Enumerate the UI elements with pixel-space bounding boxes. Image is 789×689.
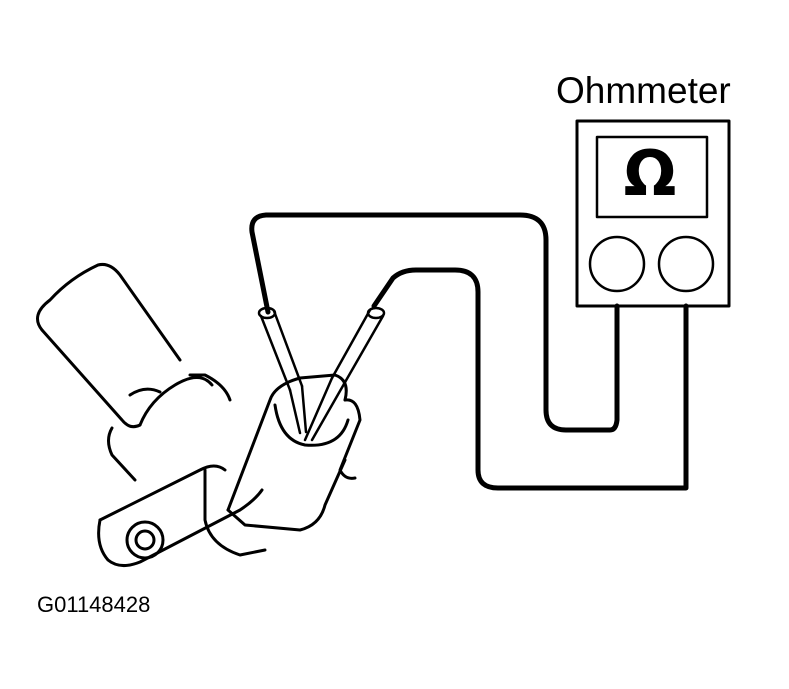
test-lead-wire-2 [371, 267, 689, 491]
ohmmeter-label: Ohmmeter [556, 70, 731, 111]
figure-code: G01148428 [37, 592, 151, 617]
right-terminal [657, 235, 715, 293]
probe-1 [257, 306, 308, 435]
ohm-symbol: Ω [623, 137, 677, 210]
sensor-body [36, 263, 362, 567]
test-lead-wire-1 [249, 212, 620, 433]
ohmmeter [575, 119, 731, 308]
probe-2 [303, 306, 386, 442]
left-terminal [588, 235, 646, 293]
